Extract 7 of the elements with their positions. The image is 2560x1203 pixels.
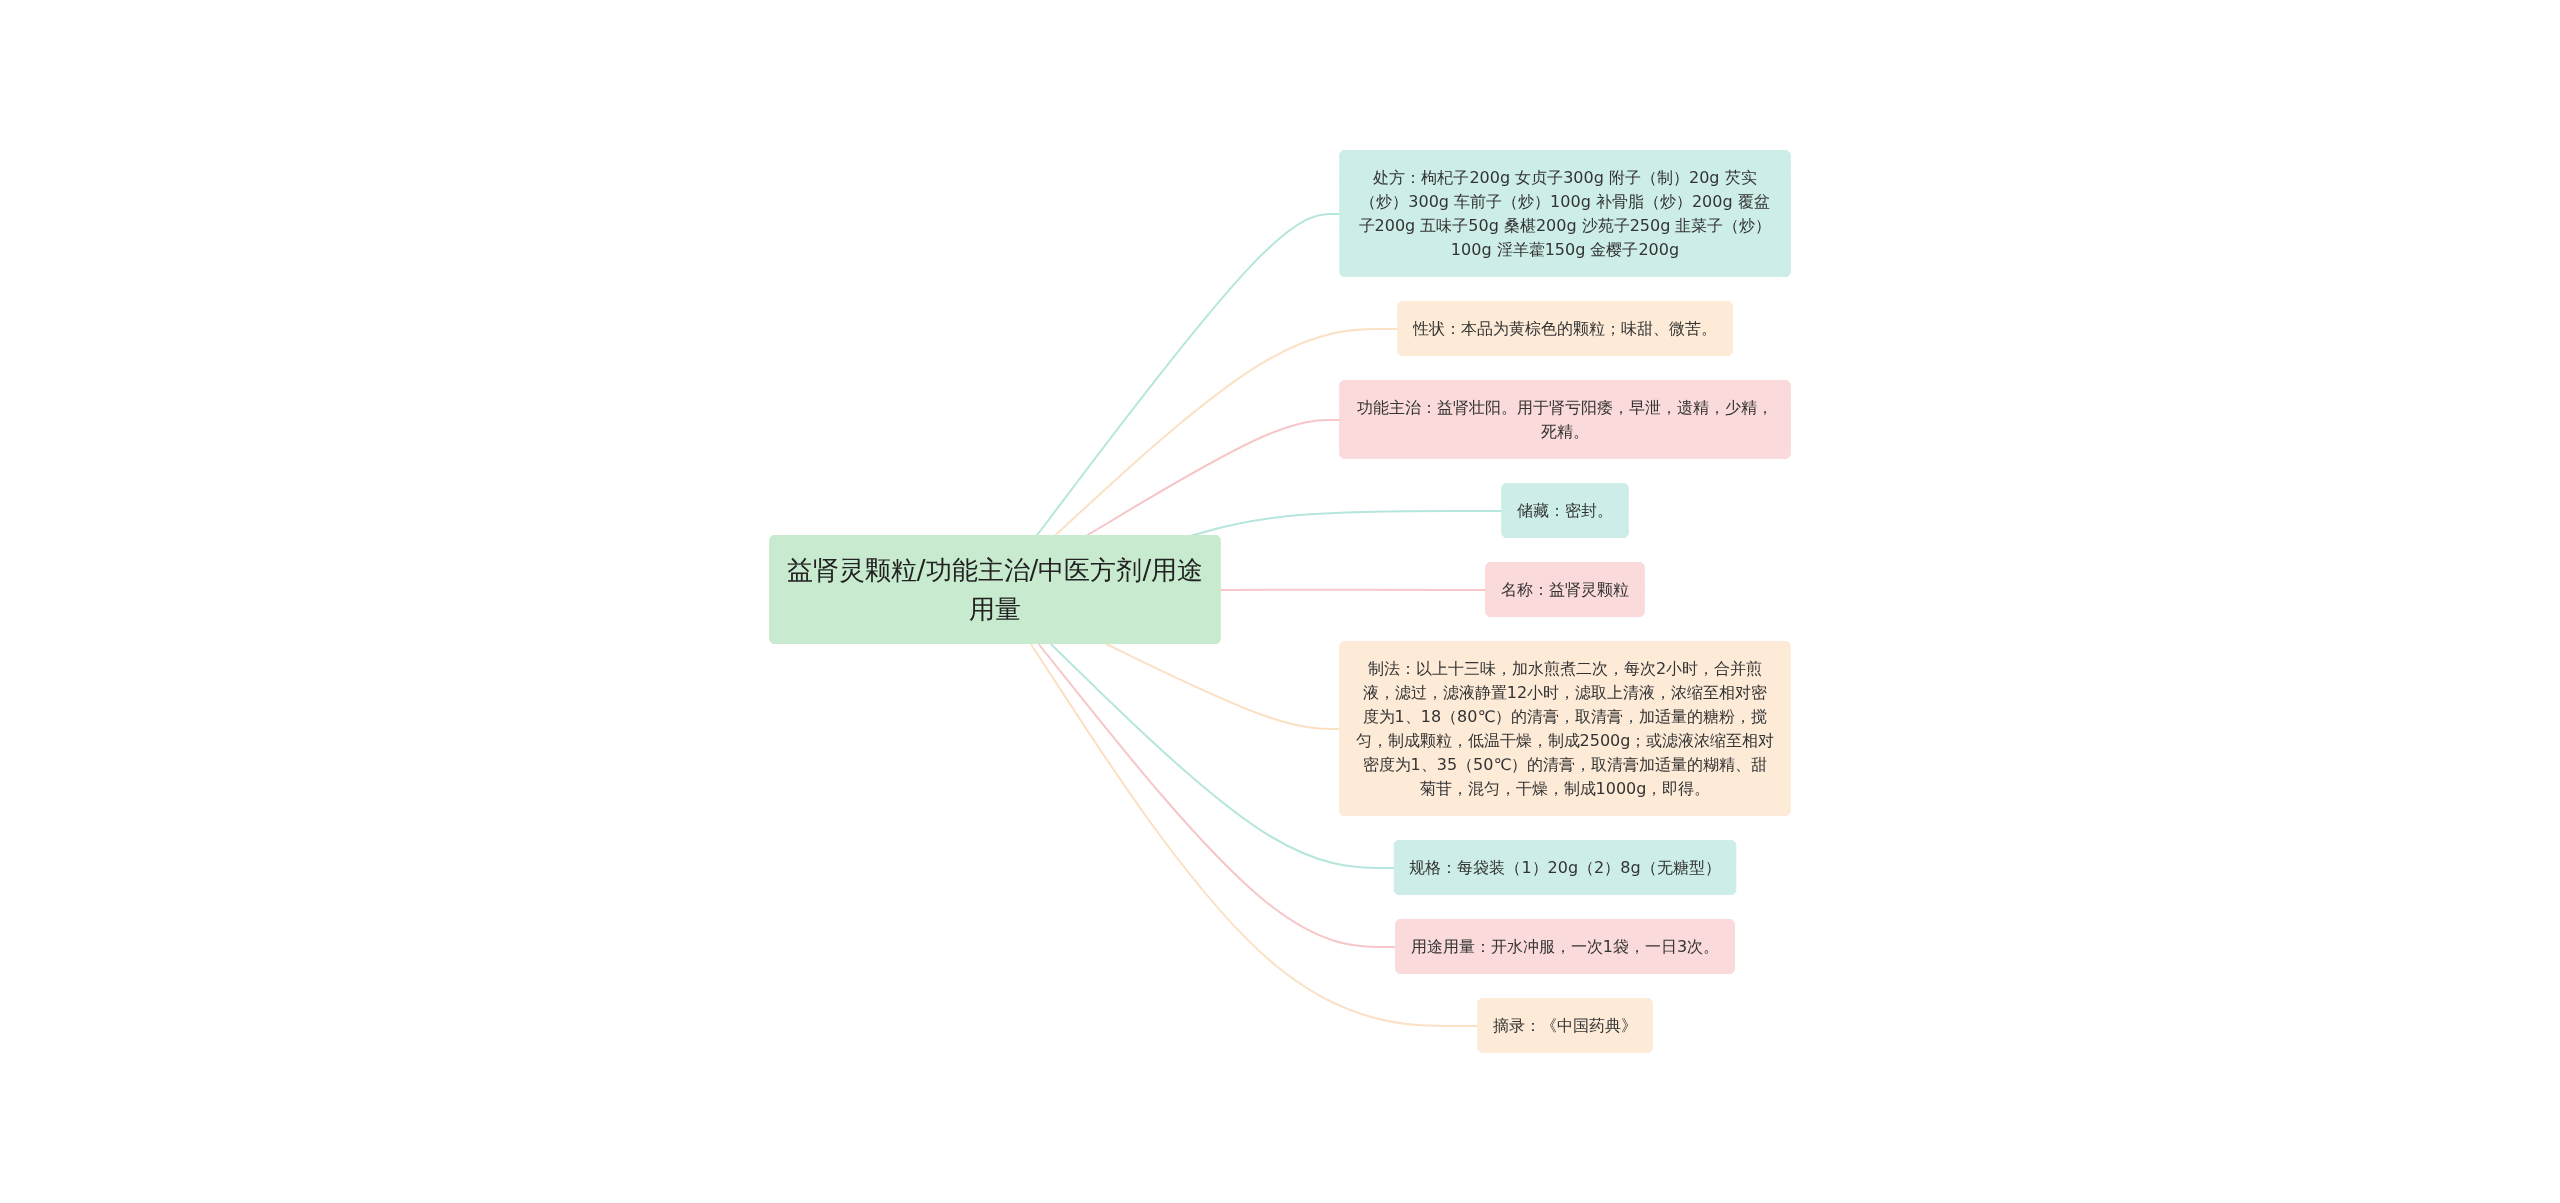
connector [1053, 327, 1400, 537]
connector [1049, 643, 1396, 869]
connector [1029, 643, 1480, 1027]
connector [1105, 643, 1342, 730]
connector [1035, 212, 1342, 537]
connector [1085, 418, 1342, 537]
connector [1219, 588, 1488, 591]
